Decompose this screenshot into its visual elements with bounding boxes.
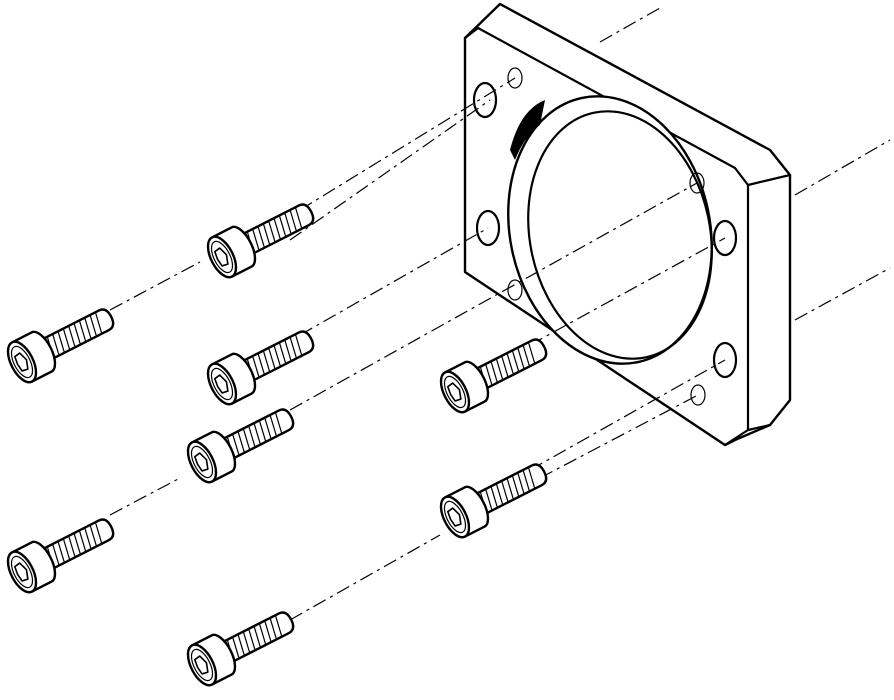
socket-head-bolt [1, 505, 123, 598]
socket-head-bolt [201, 317, 323, 410]
flange-plate [463, 2, 792, 447]
socket-head-bolt [181, 598, 303, 691]
socket-head-bolt [1, 295, 123, 388]
assembly-lines [109, 77, 726, 621]
socket-head-bolt [181, 395, 303, 488]
socket-head-bolt [434, 325, 556, 418]
socket-head-bolt [434, 450, 556, 543]
socket-head-bolt [201, 190, 323, 283]
flange-holes [472, 67, 738, 406]
